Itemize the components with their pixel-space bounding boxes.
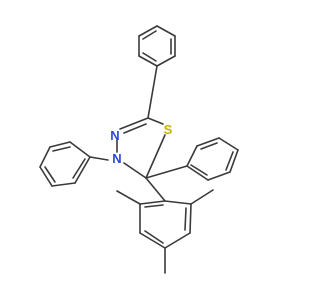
bond xyxy=(49,141,71,148)
bond xyxy=(189,203,192,234)
phenyl-left xyxy=(39,141,91,187)
bond-double xyxy=(200,142,218,150)
bond xyxy=(139,232,166,249)
bond-double xyxy=(225,151,234,171)
bond xyxy=(164,232,191,249)
sulfur-atom-label: S xyxy=(164,122,173,137)
bond xyxy=(39,146,51,168)
structure-canvas: S N N xyxy=(39,25,239,274)
bond xyxy=(164,200,192,205)
bond xyxy=(218,137,239,151)
bond xyxy=(51,182,76,187)
bond xyxy=(186,145,198,167)
bond xyxy=(145,134,166,179)
mesityl-ring xyxy=(139,200,192,249)
bond xyxy=(123,162,147,179)
methyl-groups xyxy=(116,189,214,274)
bond-double xyxy=(144,230,164,244)
bond xyxy=(138,25,158,37)
bond-double xyxy=(142,52,157,62)
thiadiazoline-ring xyxy=(116,117,166,179)
bond xyxy=(196,137,220,147)
methyl-bond xyxy=(116,190,141,205)
bond xyxy=(39,166,53,187)
nitrogen-atom-label-lower: N xyxy=(112,151,121,166)
bond xyxy=(229,149,239,173)
bond xyxy=(139,200,166,205)
bond xyxy=(145,177,166,202)
bond xyxy=(147,117,164,125)
bond-double xyxy=(184,207,187,231)
bond xyxy=(89,156,109,161)
bond-double xyxy=(123,123,147,134)
bond xyxy=(156,55,176,67)
bond xyxy=(69,141,91,158)
bond xyxy=(147,65,158,119)
bond xyxy=(74,156,91,184)
bond-double xyxy=(52,146,71,152)
phenyl-right xyxy=(186,137,239,181)
bond xyxy=(207,171,231,181)
bond-double xyxy=(190,164,208,176)
bond xyxy=(119,117,149,130)
bond xyxy=(145,165,188,179)
bond-double xyxy=(142,30,157,40)
bond xyxy=(186,165,209,181)
molecule-diagram: S N N xyxy=(39,25,239,274)
bond xyxy=(156,25,176,37)
bond xyxy=(138,55,158,67)
methyl-bond xyxy=(190,189,214,205)
phenyl-top xyxy=(138,25,176,67)
bond-double xyxy=(72,158,86,179)
bond-double xyxy=(144,204,164,208)
nitrogen-atom-label-upper: N xyxy=(110,128,119,143)
bond-double xyxy=(44,166,56,183)
